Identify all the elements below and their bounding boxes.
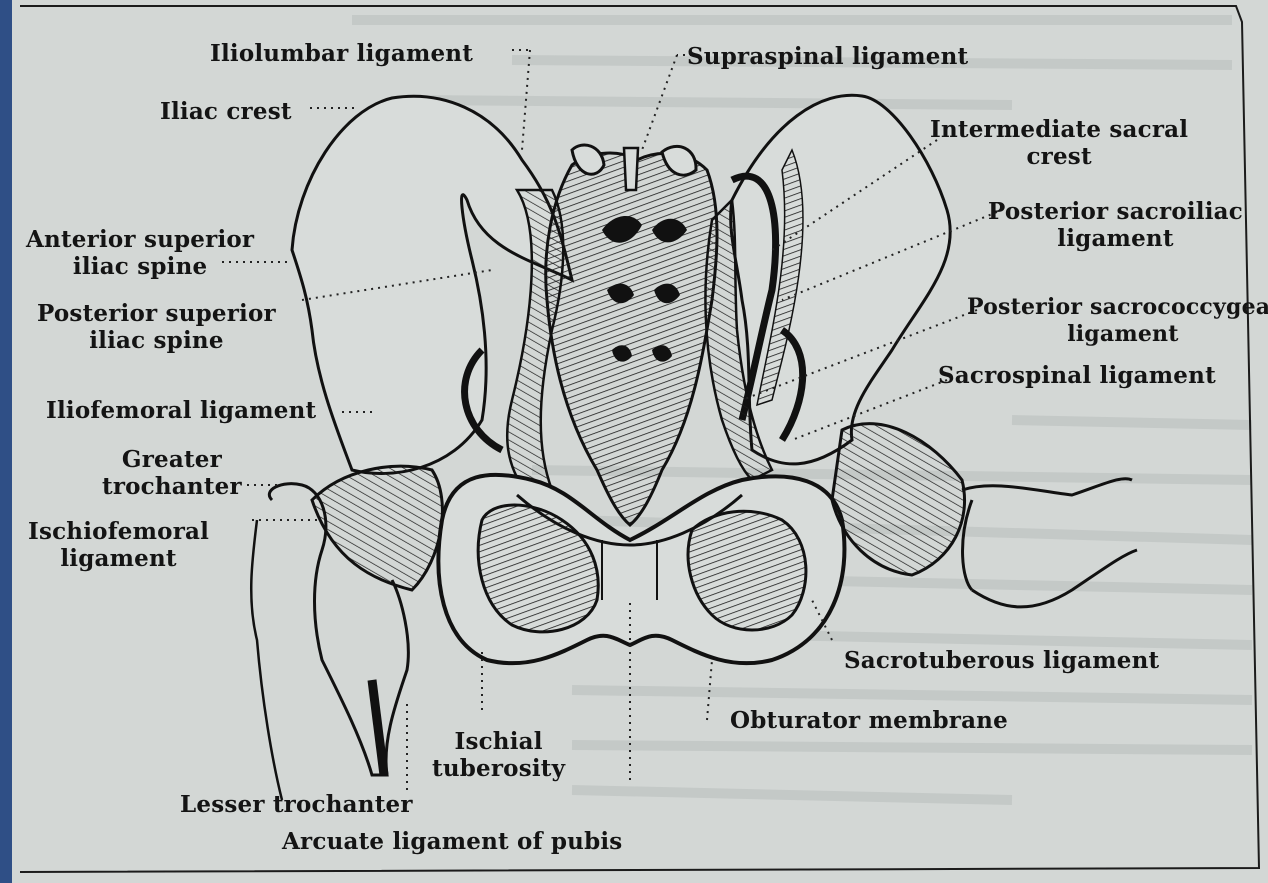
label-arcuate-ligament-of-pubis: Arcuate ligament of pubis — [282, 828, 622, 855]
label-obturator-membrane: Obturator membrane — [730, 707, 1008, 734]
label-line: Posterior sacroiliac — [988, 198, 1243, 225]
label-line: Ischiofemoral — [28, 518, 209, 545]
label-iliac-crest: Iliac crest — [160, 98, 292, 125]
label-line: crest — [930, 143, 1188, 170]
label-line: iliac spine — [37, 327, 276, 354]
label-ischiofemoral-ligament: Ischiofemoral ligament — [28, 518, 209, 572]
label-sacrotuberous-ligament: Sacrotuberous ligament — [844, 647, 1159, 674]
label-line: Intermediate sacral — [930, 116, 1188, 143]
label-iliofemoral-ligament: Iliofemoral ligament — [46, 397, 316, 424]
right-hip-capsule — [832, 424, 965, 575]
label-iliolumbar-ligament: Iliolumbar ligament — [210, 40, 473, 67]
label-line: Ischial — [432, 728, 565, 755]
label-anterior-superior-iliac-spine: Anterior superior iliac spine — [26, 226, 254, 280]
label-line: trochanter — [102, 473, 242, 500]
label-line: ligament — [988, 225, 1243, 252]
label-posterior-sacroiliac-ligament: Posterior sacroiliac ligament — [988, 198, 1243, 252]
label-supraspinal-ligament: Supraspinal ligament — [687, 43, 968, 70]
right-ilium — [731, 95, 951, 464]
label-line: ligament — [967, 321, 1268, 348]
label-intermediate-sacral-crest: Intermediate sacral crest — [930, 116, 1188, 170]
label-line: iliac spine — [26, 253, 254, 280]
label-lesser-trochanter: Lesser trochanter — [180, 791, 413, 818]
label-line: ligament — [28, 545, 209, 572]
label-greater-trochanter: Greater trochanter — [102, 446, 242, 500]
label-line: Greater — [102, 446, 242, 473]
label-line: tuberosity — [432, 755, 565, 782]
left-hip-capsule — [312, 466, 442, 590]
label-posterior-sacrococcygeal-ligament: Posterior sacrococcygeal ligament — [967, 294, 1268, 348]
label-line: Anterior superior — [26, 226, 254, 253]
label-sacrospinal-ligament: Sacrospinal ligament — [938, 362, 1216, 389]
label-line: Posterior sacrococcygeal — [967, 294, 1268, 321]
label-line: Posterior superior — [37, 300, 276, 327]
scanned-page: Iliolumbar ligament Supraspinal ligament… — [12, 0, 1268, 883]
label-ischial-tuberosity: Ischial tuberosity — [432, 728, 565, 782]
label-posterior-superior-iliac-spine: Posterior superior iliac spine — [37, 300, 276, 354]
